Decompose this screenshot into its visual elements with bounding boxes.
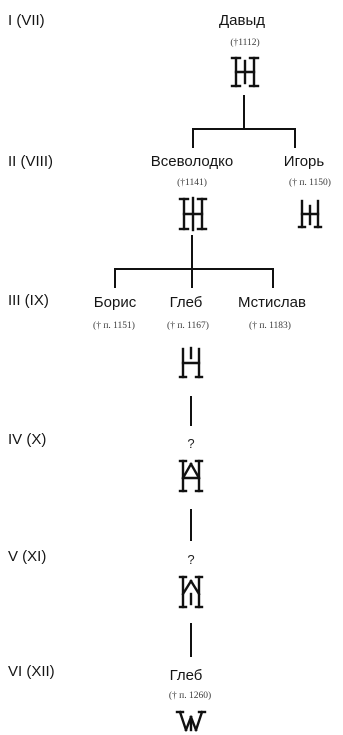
person-date-gleb: († п. 1167) [167, 321, 209, 331]
princely-sign-icon-gleb-2 [175, 709, 207, 733]
connector-line [191, 268, 193, 288]
person-name-boris: Борис [93, 294, 137, 311]
princely-sign-icon-vsevolodko [178, 196, 208, 232]
person-name-gleb-2: Глеб [169, 667, 203, 684]
connector-line [192, 128, 194, 148]
princely-sign-icon-igor [297, 198, 323, 230]
person-date-vsevolodko: (†1141) [177, 178, 207, 188]
person-date-gleb-2: († п. 1260) [168, 691, 212, 701]
connector-line [190, 623, 192, 657]
princely-sign-icon-gen4 [178, 458, 204, 494]
person-date-igor: († п. 1150) [289, 178, 331, 188]
connector-line [114, 268, 274, 270]
unknown-person-marker: ? [187, 552, 195, 567]
generation-label-4: IV (X) [8, 431, 47, 448]
person-date-mstislav: († п. 1183) [249, 321, 291, 331]
person-date-david: (†1112) [230, 38, 260, 48]
connector-line [190, 396, 192, 426]
connector-line [294, 128, 296, 148]
connector-line [243, 95, 245, 129]
person-name-david: Давыд [218, 12, 266, 29]
generation-label-2: II (VIII) [8, 153, 53, 170]
person-name-mstislav: Мстислав [238, 294, 306, 311]
connector-line [272, 268, 274, 288]
person-date-boris: († п. 1151) [93, 321, 135, 331]
person-name-gleb: Глеб [169, 294, 203, 311]
person-name-vsevolodko: Всеволодко [150, 153, 234, 170]
connector-line [114, 268, 116, 288]
generation-label-5: V (XI) [8, 548, 47, 565]
connector-line [192, 128, 296, 130]
generation-label-6: VI (XII) [8, 663, 55, 680]
princely-sign-icon-gen5 [178, 574, 204, 610]
generation-label-3: III (IX) [8, 292, 49, 309]
connector-line [191, 235, 193, 269]
unknown-person-marker: ? [187, 436, 195, 451]
princely-sign-icon-gleb [178, 346, 204, 380]
connector-line [190, 509, 192, 541]
person-name-igor: Игорь [283, 153, 325, 170]
princely-sign-icon-david [230, 55, 260, 89]
generation-label-1: I (VII) [8, 12, 45, 29]
